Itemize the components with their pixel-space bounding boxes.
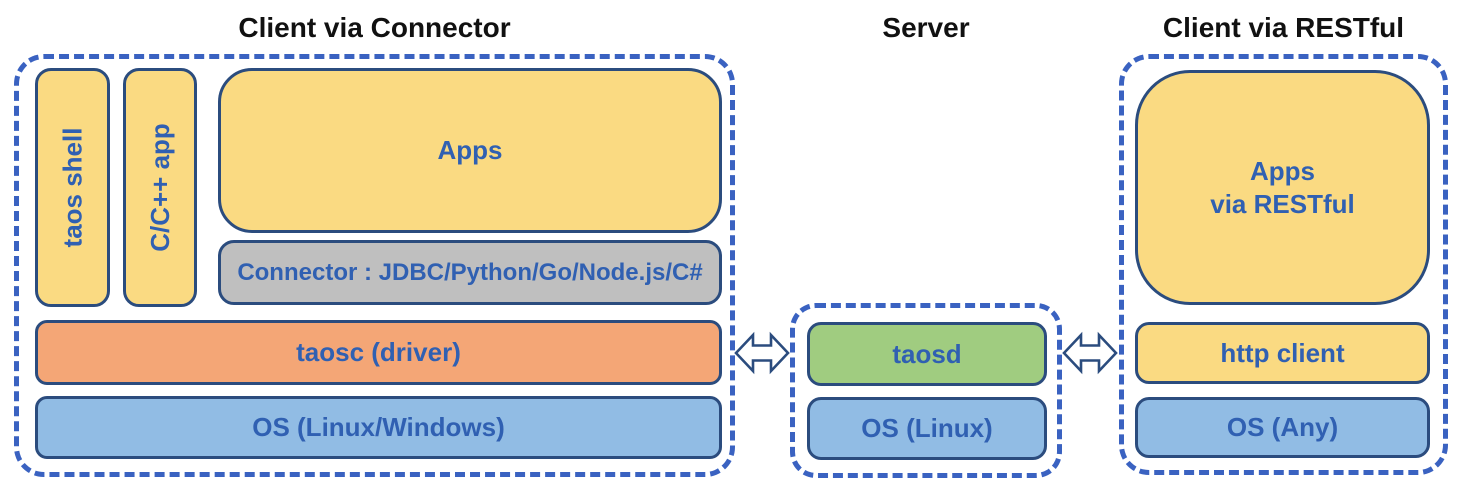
restful-client-container	[1119, 54, 1448, 475]
taosd-label: taosd	[892, 338, 962, 369]
http-client-box: http client	[1135, 322, 1430, 384]
os-linux-windows-box: OS (Linux/Windows)	[35, 396, 722, 459]
apps-box: Apps	[218, 68, 722, 233]
double-arrow-icon	[734, 331, 790, 375]
apps-via-restful-box: Apps via RESTful	[1135, 70, 1430, 305]
os-any-box: OS (Any)	[1135, 397, 1430, 458]
os-linux-box: OS (Linux)	[807, 397, 1047, 460]
taosd-box: taosd	[807, 322, 1047, 386]
apps-label: Apps	[437, 135, 503, 165]
server-container	[790, 303, 1062, 478]
cpp-app-label: C/C++ app	[144, 123, 175, 252]
apps-via-restful-label-line1: Apps	[1250, 156, 1315, 186]
taosc-driver-label: taosc (driver)	[296, 337, 461, 367]
os-linux-windows-label: OS (Linux/Windows)	[252, 412, 505, 442]
cpp-app-box: C/C++ app	[123, 68, 197, 307]
apps-via-restful-label-line2: via RESTful	[1210, 188, 1355, 219]
connector-client-title: Client via Connector	[238, 12, 511, 43]
http-client-label: http client	[1220, 337, 1345, 368]
connector-client-container	[14, 54, 735, 477]
taosc-driver-box: taosc (driver)	[35, 320, 722, 385]
double-arrow-icon	[1062, 331, 1118, 375]
taos-shell-box: taos shell	[35, 68, 110, 307]
connector-box: Connector : JDBC/Python/Go/Node.js/C#	[218, 240, 722, 305]
os-linux-label: OS (Linux)	[861, 413, 993, 443]
server-title: Server	[882, 12, 970, 43]
restful-client-title: Client via RESTful	[1162, 12, 1405, 43]
connector-label: Connector : JDBC/Python/Go/Node.js/C#	[237, 258, 703, 286]
taos-shell-label: taos shell	[57, 127, 87, 248]
os-any-label: OS (Any)	[1226, 412, 1339, 442]
